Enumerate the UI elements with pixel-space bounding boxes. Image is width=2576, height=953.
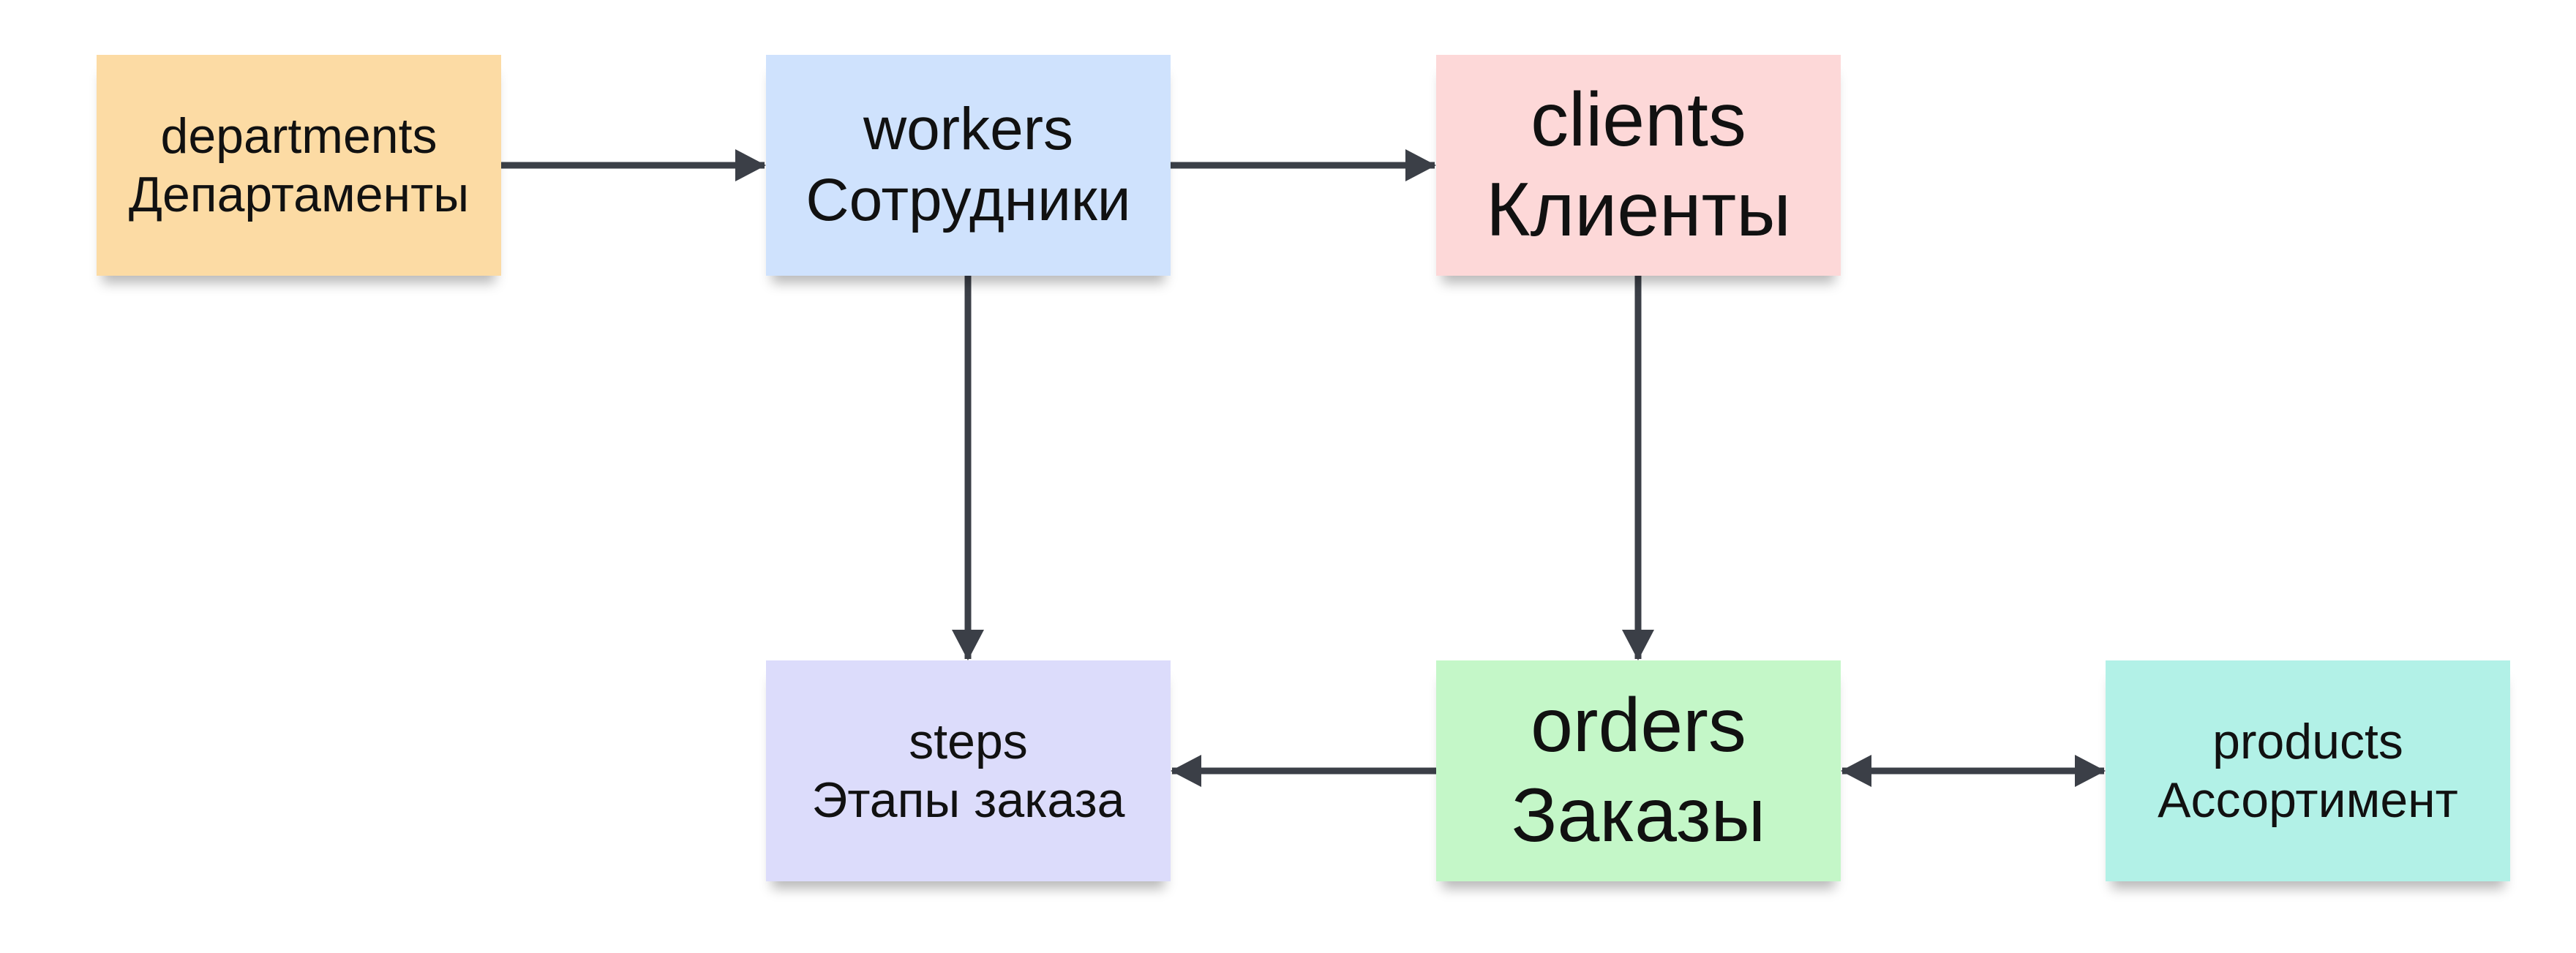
node-orders-name: orders [1531, 683, 1746, 769]
node-orders-label: Заказы [1511, 773, 1766, 858]
node-clients-label: Клиенты [1485, 167, 1791, 252]
node-orders[interactable]: orders Заказы [1436, 660, 1841, 881]
node-clients-name: clients [1531, 78, 1746, 163]
node-products[interactable]: products Ассортимент [2106, 660, 2510, 881]
node-departments[interactable]: departments Департаменты [97, 55, 501, 276]
node-workers[interactable]: workers Сотрудники [766, 55, 1171, 276]
node-clients[interactable]: clients Клиенты [1436, 55, 1841, 276]
node-departments-name: departments [160, 108, 438, 164]
node-products-name: products [2212, 713, 2403, 769]
node-workers-label: Сотрудники [806, 167, 1131, 233]
node-steps[interactable]: steps Этапы заказа [766, 660, 1171, 881]
node-workers-name: workers [863, 96, 1074, 163]
node-steps-name: steps [909, 713, 1028, 769]
node-departments-label: Департаменты [128, 167, 470, 222]
node-products-label: Ассортимент [2158, 772, 2458, 828]
node-steps-label: Этапы заказа [811, 772, 1125, 828]
